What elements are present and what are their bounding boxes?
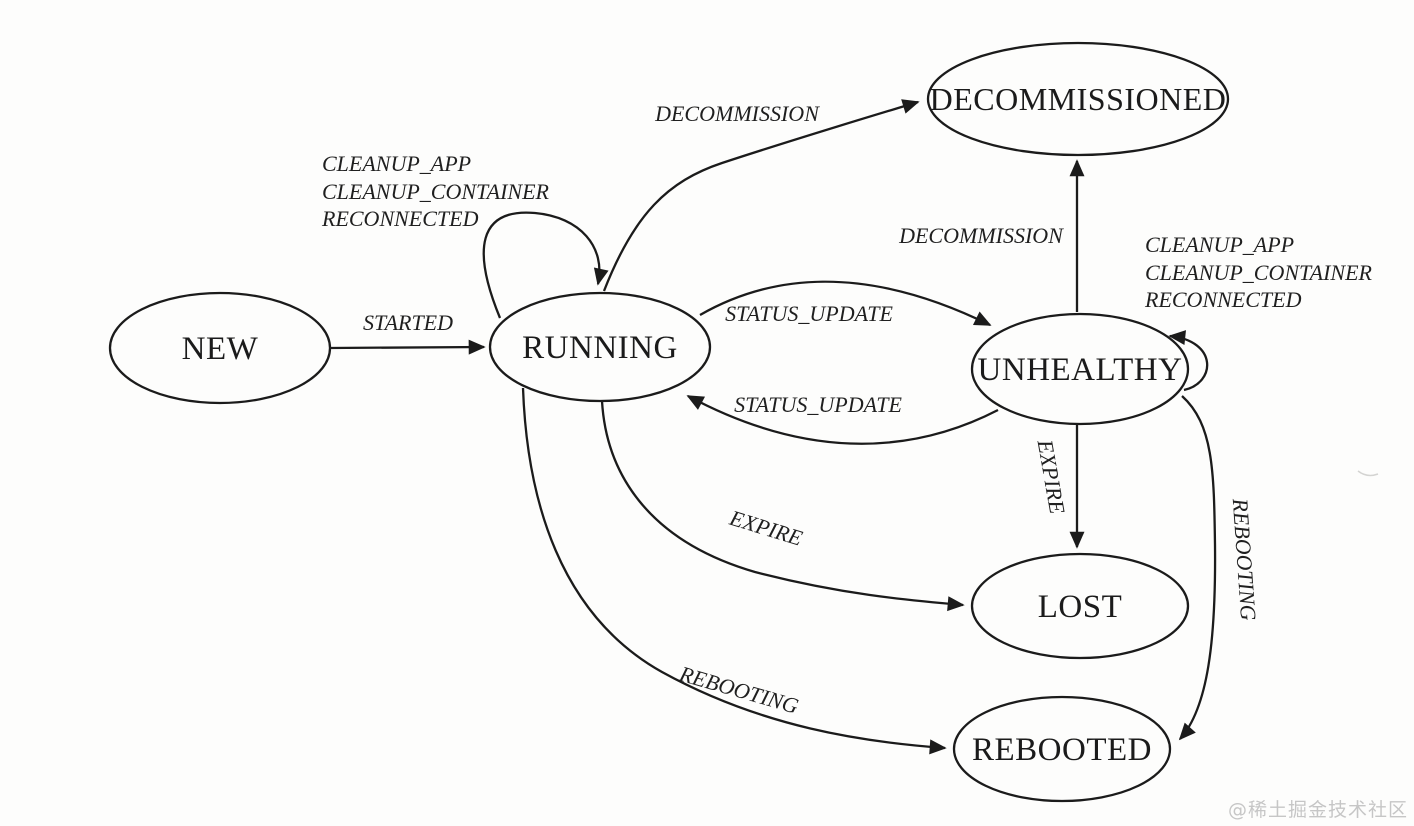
state-decommissioned-label: DECOMMISSIONED (930, 81, 1227, 117)
edge-label-decommission-from-running: DECOMMISSION (654, 101, 820, 126)
edge-label-rebooting-from-running: REBOOTING (676, 661, 801, 719)
edge-label-status-update-to-unhealthy: STATUS_UPDATE (725, 301, 893, 326)
edge-running-to-decommissioned (602, 99, 920, 292)
edge-label-expire-from-running: EXPIRE (726, 505, 806, 551)
edge-running-self-loop (482, 211, 609, 319)
edge-unhealthy-to-rebooted (1178, 395, 1217, 741)
edge-running-to-lost (600, 400, 965, 612)
edge-label-started: STARTED (363, 310, 453, 335)
watermark: @稀土掘金技术社区 (1227, 799, 1408, 821)
edge-running-to-unhealthy (699, 280, 992, 327)
state-new-label: NEW (182, 331, 259, 367)
state-rebooted-label: REBOOTED (972, 732, 1152, 768)
edge-label-running-self-loop: CLEANUP_APP CLEANUP_CONTAINER RECONNECTE… (321, 151, 550, 231)
state-lost-ellipse (970, 552, 1190, 660)
edge-running-to-rebooted (521, 387, 947, 755)
state-lost-label: LOST (1038, 589, 1123, 625)
state-rebooted-ellipse (952, 695, 1172, 803)
edge-label-unhealthy-self-loop: CLEANUP_APP CLEANUP_CONTAINER RECONNECTE… (1144, 232, 1373, 312)
state-running-ellipse (488, 291, 712, 403)
edge-label-status-update-to-running: STATUS_UPDATE (734, 392, 902, 417)
state-decommissioned-ellipse (926, 41, 1230, 157)
edge-label-expire-from-unhealthy: EXPIRE (1032, 437, 1070, 516)
edge-label-cleanup-app-left: CLEANUP_APP (322, 151, 471, 176)
state-unhealthy-label: UNHEALTHY (978, 352, 1183, 388)
edge-label-cleanup-container-right: CLEANUP_CONTAINER (1145, 260, 1373, 285)
scan-artifact (1357, 470, 1379, 477)
edge-label-reconnected-right: RECONNECTED (1144, 287, 1302, 312)
edge-label-decommission-from-unhealthy: DECOMMISSION (898, 223, 1064, 248)
edge-new-to-running (329, 339, 486, 355)
edge-label-rebooting-from-unhealthy: REBOOTING (1228, 497, 1262, 622)
state-running-label: RUNNING (522, 330, 678, 366)
edge-unhealthy-to-running (686, 394, 999, 445)
edge-label-cleanup-container-left: CLEANUP_CONTAINER (322, 179, 550, 204)
edge-unhealthy-self-loop (1168, 330, 1209, 392)
edge-label-cleanup-app-right: CLEANUP_APP (1145, 232, 1294, 257)
edge-label-reconnected-left: RECONNECTED (321, 206, 479, 231)
state-unhealthy-ellipse (970, 312, 1190, 426)
